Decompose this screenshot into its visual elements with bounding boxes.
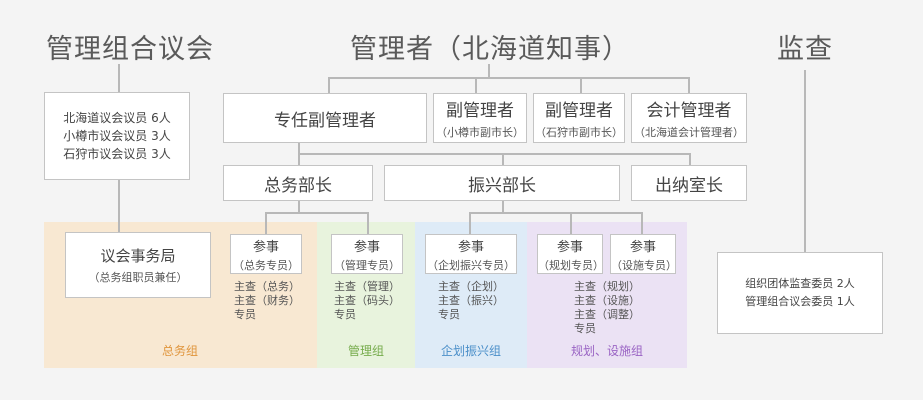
treasury-head-title: 出纳室长	[655, 175, 723, 196]
staff-facilities-note: （设施专员）	[611, 258, 677, 272]
staff-planning-box: 参事 （规划专员）	[537, 234, 604, 274]
assembly-member: 北海道议会议员 6人	[63, 111, 171, 125]
staff-general-note: （总务专员）	[233, 258, 299, 272]
staff-planning-promo-box: 参事 （企划振兴专员）	[425, 234, 517, 274]
staff-general-title: 参事	[252, 239, 279, 255]
audit-member: 管理组合议会委员 1人	[745, 295, 855, 308]
connector	[502, 201, 504, 213]
heading-assembly: 管理组合议会	[46, 34, 214, 65]
vice-administrator-2-box: 副管理者 （石狩市副市长）	[533, 93, 625, 143]
connector	[265, 212, 369, 214]
heading-administrator: 管理者（北海道知事）	[350, 34, 630, 65]
duties-general: 主查（总务） 主查（财务） 专员	[234, 280, 300, 321]
staff-facilities-box: 参事 （设施专员）	[610, 234, 677, 274]
vice-administrator-1-box: 副管理者 （小樽市副市长）	[433, 93, 527, 143]
connector	[580, 77, 582, 93]
assembly-member: 石狩市议会议员 3人	[63, 147, 171, 161]
staff-general-box: 参事 （总务专员）	[230, 234, 302, 274]
staff-management-box: 参事 （管理专员）	[331, 234, 403, 274]
connector	[641, 212, 643, 234]
group-label-planning-facilities: 规划、设施组	[570, 344, 643, 358]
full-time-vice-title: 专任副管理者	[274, 110, 376, 131]
connector	[298, 153, 691, 155]
secretariat-note: （总务组职员兼任）	[88, 271, 188, 284]
secretariat-title: 议会事务局	[100, 247, 176, 265]
connector	[118, 180, 120, 232]
group-label-general: 总务组	[161, 344, 198, 358]
accounting-manager-note: （北海道会计管理者）	[634, 126, 744, 139]
accounting-manager-title: 会计管理者	[646, 101, 732, 121]
connector	[469, 212, 642, 214]
staff-management-note: （管理专员）	[334, 258, 400, 272]
connector	[265, 212, 267, 234]
connector	[367, 212, 369, 234]
staff-planning-promo-note: （企划振兴专员）	[427, 258, 515, 272]
promotion-head-box: 振兴部长	[384, 165, 620, 201]
audit-members-box: 组织团体监查委员 2人 管理组合议会委员 1人	[717, 252, 883, 334]
accounting-manager-box: 会计管理者 （北海道会计管理者）	[631, 93, 747, 143]
staff-planning-note: （规划专员）	[538, 258, 604, 272]
staff-management-title: 参事	[353, 239, 380, 255]
duties-planning-facilities: 主查（规划） 主查（设施） 主查（调整） 专员	[574, 280, 640, 335]
vice-administrator-1-title: 副管理者	[446, 101, 514, 121]
general-affairs-head-box: 总务部长	[223, 165, 373, 201]
connector	[328, 77, 689, 79]
connector	[475, 77, 477, 93]
general-affairs-head-title: 总务部长	[264, 175, 332, 196]
full-time-vice-box: 专任副管理者	[223, 93, 427, 143]
connector	[118, 64, 120, 92]
staff-planning-title: 参事	[556, 239, 583, 255]
group-label-planning-promo: 企划振兴组	[440, 344, 501, 358]
connector	[689, 153, 691, 165]
staff-planning-promo-title: 参事	[457, 239, 484, 255]
group-label-management: 管理组	[347, 344, 384, 358]
connector	[298, 201, 300, 213]
connector	[688, 77, 690, 93]
vice-administrator-2-title: 副管理者	[545, 101, 613, 121]
duties-planning-promo: 主查（企划） 主查（振兴） 专员	[438, 280, 504, 321]
promotion-head-title: 振兴部长	[468, 175, 536, 196]
assembly-member: 小樽市议会议员 3人	[63, 129, 171, 143]
secretariat-box: 议会事务局 （总务组职员兼任）	[65, 232, 211, 298]
vice-administrator-2-note: （石狩市副市长）	[535, 126, 623, 139]
connector	[502, 153, 504, 165]
audit-member: 组织团体监查委员 2人	[745, 277, 855, 290]
connector	[469, 212, 471, 234]
staff-facilities-title: 参事	[629, 239, 656, 255]
connector	[328, 77, 330, 93]
heading-audit: 监查	[777, 34, 833, 65]
vice-administrator-1-note: （小樽市副市长）	[436, 126, 524, 139]
connector	[570, 212, 572, 234]
connector	[488, 64, 490, 78]
treasury-head-box: 出纳室长	[631, 165, 747, 201]
duties-management: 主查（管理） 主查（码头） 专员	[334, 280, 400, 321]
assembly-members-box: 北海道议会议员 6人 小樽市议会议员 3人 石狩市议会议员 3人	[44, 92, 190, 180]
connector	[804, 70, 806, 252]
